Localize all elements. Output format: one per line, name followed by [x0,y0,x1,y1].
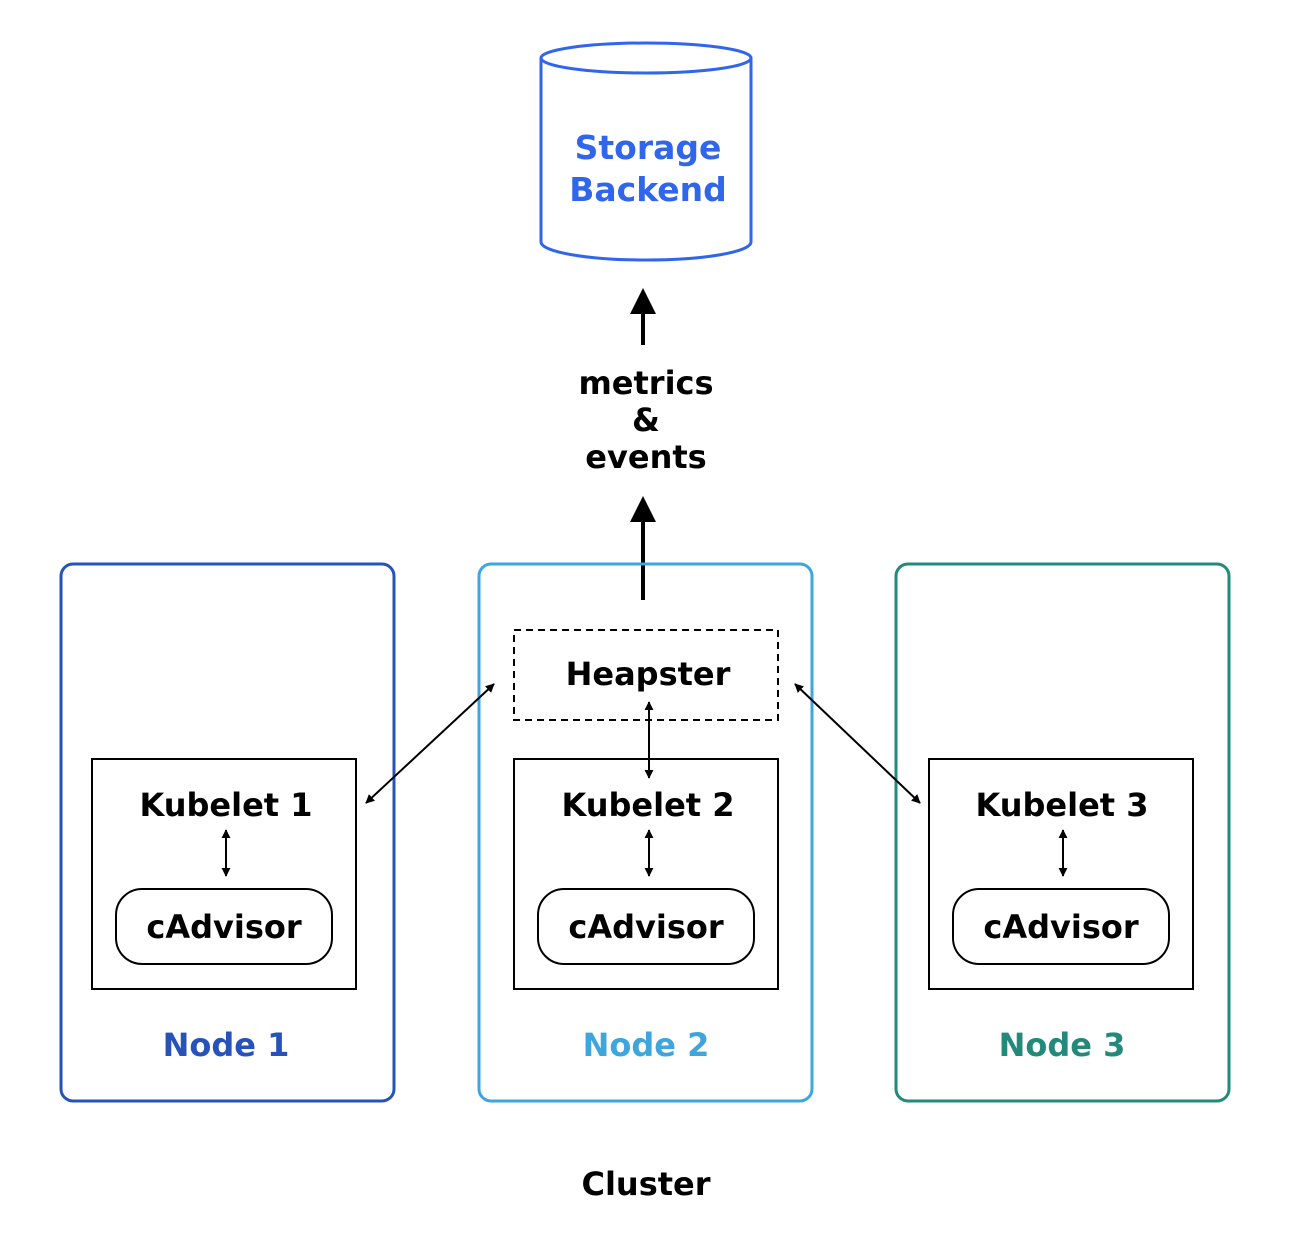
node-3: Kubelet 3 cAdvisor Node 3 [894,562,1231,1103]
storage-backend-cylinder: Storage Backend [539,41,753,262]
metrics-events-label: metrics & events [578,364,713,476]
heapster-label: Heapster [566,655,731,693]
kubelet-3-label: Kubelet 3 [976,786,1149,824]
kubelet-2-label: Kubelet 2 [562,786,735,824]
flow-label-line1: metrics [578,364,713,402]
node-3-title: Node 3 [999,1026,1126,1064]
node-2-title: Node 2 [583,1026,710,1064]
cadvisor-1-label: cAdvisor [146,908,302,946]
kubelet-1-heapster-arrow [365,683,495,804]
cadvisor-3-box [952,888,1170,965]
kubelet-1-label: Kubelet 1 [140,786,313,824]
heapster-kubelet-3-arrow [794,683,921,804]
cluster-label: Cluster [581,1165,710,1203]
node-1-title: Node 1 [163,1026,290,1064]
storage-label-line2: Backend [569,170,727,209]
node-2: Heapster Kubelet 2 cAdvisor Node 2 [477,562,814,1103]
arrow-from-heapster [630,496,656,600]
cadvisor-2-box [537,888,755,965]
flow-label-line2: & [632,401,660,439]
arrow-to-storage [630,288,656,345]
cadvisor-2-label: cAdvisor [568,908,724,946]
cadvisor-1-box [115,888,333,965]
node-1: Kubelet 1 cAdvisor Node 1 [59,562,396,1103]
storage-label-line1: Storage [575,128,722,167]
cadvisor-3-label: cAdvisor [983,908,1139,946]
flow-label-line3: events [585,438,706,476]
